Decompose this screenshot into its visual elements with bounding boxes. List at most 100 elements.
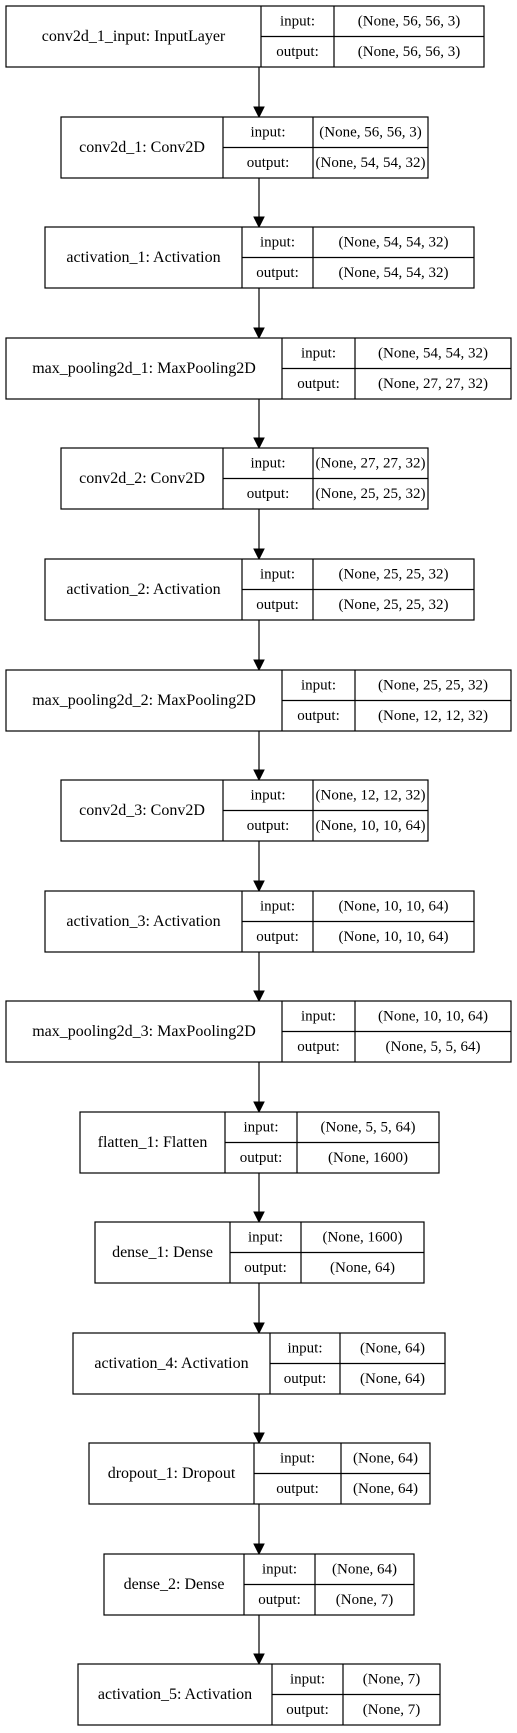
output-header: output: <box>247 486 290 502</box>
arrowhead-icon <box>253 1432 265 1445</box>
layer-node: max_pooling2d_3: MaxPooling2Dinput:outpu… <box>5 1000 512 1063</box>
input-shape: (None, 54, 54, 32) <box>378 346 488 362</box>
input-shape: (None, 56, 56, 3) <box>358 14 460 30</box>
output-header: output: <box>244 1260 287 1276</box>
output-shape: (None, 1600) <box>328 1150 408 1166</box>
output-header: output: <box>256 265 299 281</box>
input-shape: (None, 10, 10, 64) <box>378 1009 488 1025</box>
input-header: input: <box>248 1230 283 1246</box>
input-header: input: <box>250 788 285 804</box>
layer-name: activation_4: Activation <box>94 1355 248 1372</box>
layer-node: dropout_1: Dropout input: output: (None, 64… <box>88 1442 431 1505</box>
output-shape: (None, 12, 12, 32) <box>378 708 488 724</box>
input-shape: (None, 56, 56, 3) <box>319 125 421 141</box>
layer-name: dense_1: Dense <box>112 1244 213 1261</box>
layer-name: activation_2: Activation <box>66 581 220 598</box>
output-shape: (None, 25, 25, 32) <box>316 486 426 502</box>
input-shape: (None, 64) <box>360 1341 425 1357</box>
output-header: output: <box>258 1592 301 1608</box>
output-header: output: <box>276 1481 319 1497</box>
layer-name: conv2d_1: Conv2D <box>79 139 205 156</box>
arrowhead-icon <box>253 1322 265 1335</box>
input-header: input: <box>287 1341 322 1357</box>
edge-2 <box>253 178 265 229</box>
edge-8 <box>253 841 265 893</box>
input-shape: (None, 1600) <box>323 1230 403 1246</box>
layer-name: conv2d_1_input: InputLayer <box>42 28 226 45</box>
arrowhead-icon <box>253 880 265 893</box>
layer-node: activation_2: Activationinput:output:(No… <box>44 558 475 621</box>
input-shape: (None, 10, 10, 64) <box>339 899 449 915</box>
layer-name: activation_5: Activation <box>98 1686 252 1703</box>
layer-name: activation_1: Activation <box>66 249 220 266</box>
output-header: output: <box>286 1702 329 1718</box>
input-shape: (None, 7) <box>363 1672 420 1688</box>
output-header: output: <box>247 155 290 171</box>
input-header: input: <box>243 1120 278 1136</box>
input-shape: (None, 54, 54, 32) <box>339 235 449 251</box>
output-header: output: <box>297 1039 340 1055</box>
edge-4 <box>253 399 265 450</box>
output-shape: (None, 64) <box>330 1260 395 1276</box>
input-header: input: <box>301 678 336 694</box>
edge-1 <box>253 67 265 119</box>
input-shape: (None, 64) <box>332 1562 397 1578</box>
layer-name: max_pooling2d_3: MaxPooling2D <box>32 1023 256 1040</box>
output-header: output: <box>247 818 290 834</box>
layer-node: dense_1: Dense input: output: (None, 1600) (… <box>94 1221 425 1284</box>
output-shape: (None, 7) <box>363 1702 420 1718</box>
output-shape: (None, 5, 5, 64) <box>386 1039 481 1055</box>
input-header: input: <box>280 1451 315 1467</box>
output-header: output: <box>256 929 299 945</box>
output-shape: (None, 56, 56, 3) <box>358 44 460 60</box>
arrowhead-icon <box>253 548 265 561</box>
output-shape: (None, 10, 10, 64) <box>339 929 449 945</box>
output-header: output: <box>284 1371 327 1387</box>
input-shape: (None, 64) <box>353 1451 418 1467</box>
arrowhead-icon <box>253 437 265 450</box>
output-header: output: <box>240 1150 283 1166</box>
input-header: input: <box>250 456 285 472</box>
input-shape: (None, 25, 25, 32) <box>378 678 488 694</box>
edge-5 <box>253 509 265 561</box>
layer-node: max_pooling2d_1: MaxPooling2Dinput:outpu… <box>5 337 512 400</box>
arrowhead-icon <box>253 1653 265 1666</box>
output-shape: (None, 64) <box>360 1371 425 1387</box>
layer-node: max_pooling2d_2: MaxPooling2Dinput:outpu… <box>5 669 512 732</box>
arrowhead-icon <box>253 1543 265 1556</box>
input-header: input: <box>260 899 295 915</box>
edge-6 <box>253 620 265 672</box>
input-header: input: <box>290 1672 325 1688</box>
edge-9 <box>253 952 265 1003</box>
layer-node: activation_3: Activationinput:output:(No… <box>44 890 475 953</box>
layer-name: conv2d_3: Conv2D <box>79 802 205 819</box>
layer-node: conv2d_1: Conv2D input: output: (None, 56, … <box>60 116 429 179</box>
layer-node: activation_5: Activation input: output: (No… <box>77 1663 441 1726</box>
layer-name: max_pooling2d_1: MaxPooling2D <box>32 360 256 377</box>
arrowhead-icon <box>253 327 265 340</box>
arrowhead-icon <box>253 1211 265 1224</box>
arrowhead-icon <box>253 990 265 1003</box>
output-shape: (None, 54, 54, 32) <box>316 155 426 171</box>
arrowhead-icon <box>253 769 265 782</box>
edge-11 <box>253 1173 265 1224</box>
arrowhead-icon <box>253 1101 265 1114</box>
input-header: input: <box>250 125 285 141</box>
edge-12 <box>253 1283 265 1335</box>
layer-node: activation_1: Activationinput:output:(No… <box>44 226 475 289</box>
edge-14 <box>253 1504 265 1556</box>
edge-7 <box>253 731 265 782</box>
input-shape: (None, 12, 12, 32) <box>316 788 426 804</box>
input-header: input: <box>260 567 295 583</box>
input-header: input: <box>301 346 336 362</box>
output-shape: (None, 10, 10, 64) <box>316 818 426 834</box>
output-shape: (None, 27, 27, 32) <box>378 376 488 392</box>
edge-10 <box>253 1062 265 1114</box>
layer-name: dropout_1: Dropout <box>108 1465 236 1482</box>
layer-name: flatten_1: Flatten <box>98 1134 208 1151</box>
layer-name: max_pooling2d_2: MaxPooling2D <box>32 692 256 709</box>
